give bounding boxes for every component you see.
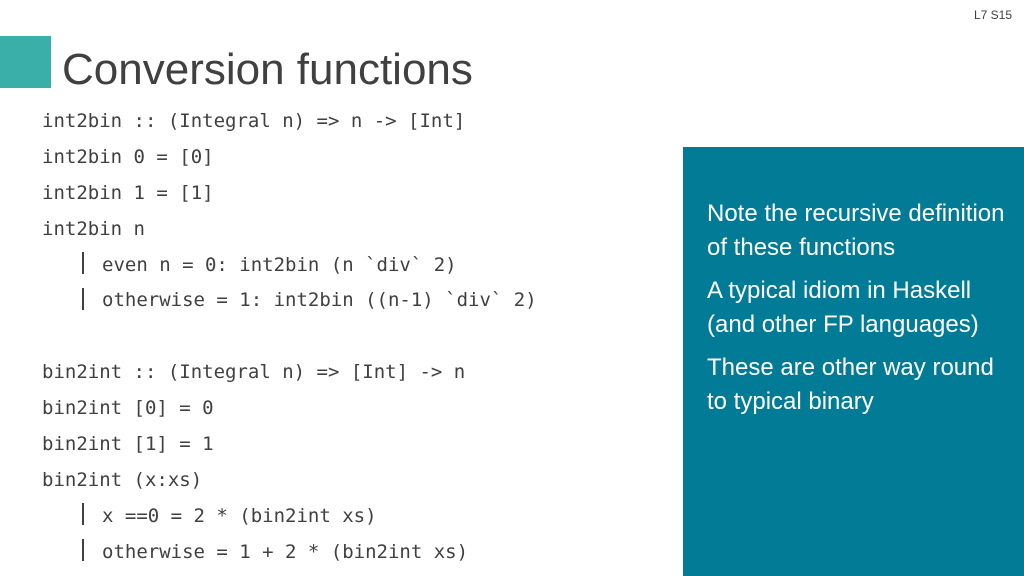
code-line-text: otherwise = 1: int2bin ((n-1) `div` 2) <box>102 289 537 312</box>
note-paragraph: A typical idiom in Haskell (and other FP… <box>707 277 979 338</box>
slide-title: Conversion functions <box>62 45 473 94</box>
code-line: int2bin n <box>42 217 145 240</box>
code-line-text: x ==0 = 2 * (bin2int xs) <box>102 504 377 527</box>
code-line-guard: otherwise = 1: int2bin ((n-1) `div` 2) <box>42 283 537 319</box>
code-line: bin2int [0] = 0 <box>42 397 214 420</box>
code-block: int2bin :: (Integral n) => n -> [Int] in… <box>42 104 537 571</box>
code-line-guard: otherwise = 1 + 2 * (bin2int xs) <box>42 535 537 571</box>
notes-panel: Note the recursive definition of these f… <box>683 147 1024 576</box>
guard-bar <box>82 539 84 562</box>
guard-bar <box>82 503 84 526</box>
code-line: int2bin 0 = [0] <box>42 145 214 168</box>
code-line-text: even n = 0: int2bin (n `div` 2) <box>102 253 457 276</box>
title-accent-square <box>0 36 51 88</box>
code-line-guard: x ==0 = 2 * (bin2int xs) <box>42 499 537 535</box>
guard-bar <box>82 252 84 275</box>
code-line: bin2int (x:xs) <box>42 468 203 491</box>
code-line-text: otherwise = 1 + 2 * (bin2int xs) <box>102 540 469 563</box>
code-line: int2bin :: (Integral n) => n -> [Int] <box>42 110 466 132</box>
code-line: bin2int [1] = 1 <box>42 433 214 456</box>
slide-number: L7 S15 <box>973 8 1012 22</box>
note-paragraph: These are other way round to typical bin… <box>707 354 994 415</box>
guard-bar <box>82 287 84 310</box>
note-paragraph: Note the recursive definition of these f… <box>707 200 1005 261</box>
code-line: bin2int :: (Integral n) => [Int] -> n <box>42 361 466 384</box>
code-line: int2bin 1 = [1] <box>42 181 214 204</box>
code-line-guard: even n = 0: int2bin (n `div` 2) <box>42 248 537 284</box>
code-line-blank <box>42 319 537 355</box>
